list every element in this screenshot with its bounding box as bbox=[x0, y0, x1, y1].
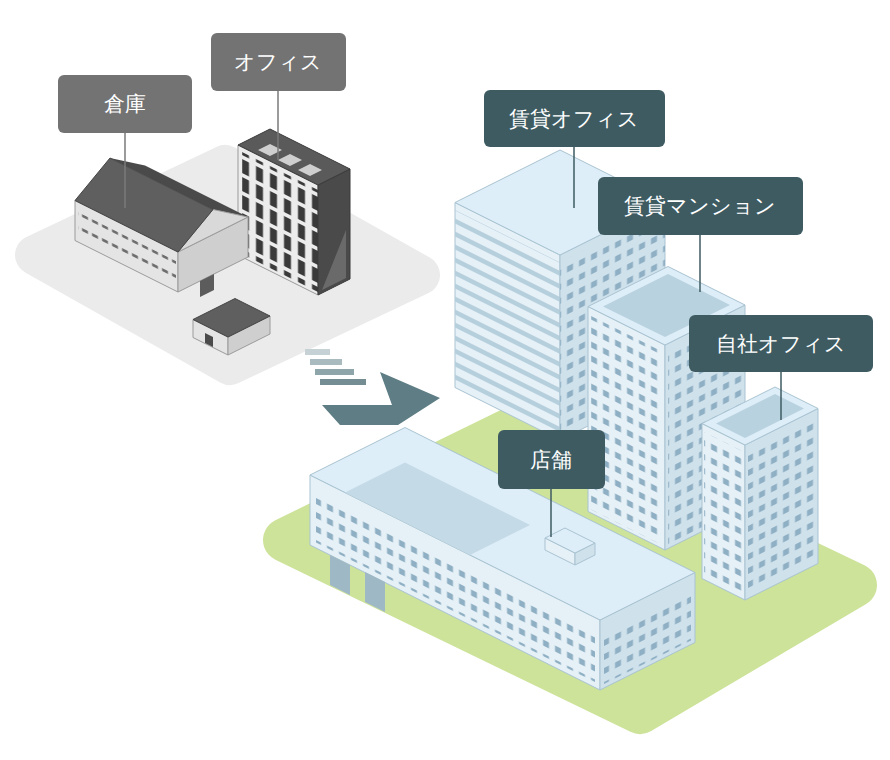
shop bbox=[310, 428, 695, 691]
callout-tag: 賃貸マンション bbox=[598, 177, 803, 235]
callout-label: 賃貸オフィス bbox=[509, 105, 639, 133]
callout-label: 自社オフィス bbox=[716, 330, 846, 358]
callout-tag: 賃貸オフィス bbox=[484, 90, 665, 147]
callout-tag: 自社オフィス bbox=[689, 315, 873, 372]
transition-arrow bbox=[305, 352, 440, 425]
callout-tag: 倉庫 bbox=[58, 75, 192, 133]
callout-tag: オフィス bbox=[211, 33, 346, 91]
shed bbox=[193, 299, 270, 356]
callout-label: オフィス bbox=[234, 48, 322, 76]
callout-label: 賃貸マンション bbox=[624, 192, 776, 220]
own-office bbox=[702, 387, 818, 600]
warehouse bbox=[75, 158, 248, 297]
callout-label: 倉庫 bbox=[104, 90, 146, 118]
leader-lines bbox=[125, 80, 781, 537]
old-office bbox=[238, 129, 350, 295]
callout-tag: 店舗 bbox=[498, 430, 605, 489]
callout-label: 店舗 bbox=[530, 446, 572, 474]
